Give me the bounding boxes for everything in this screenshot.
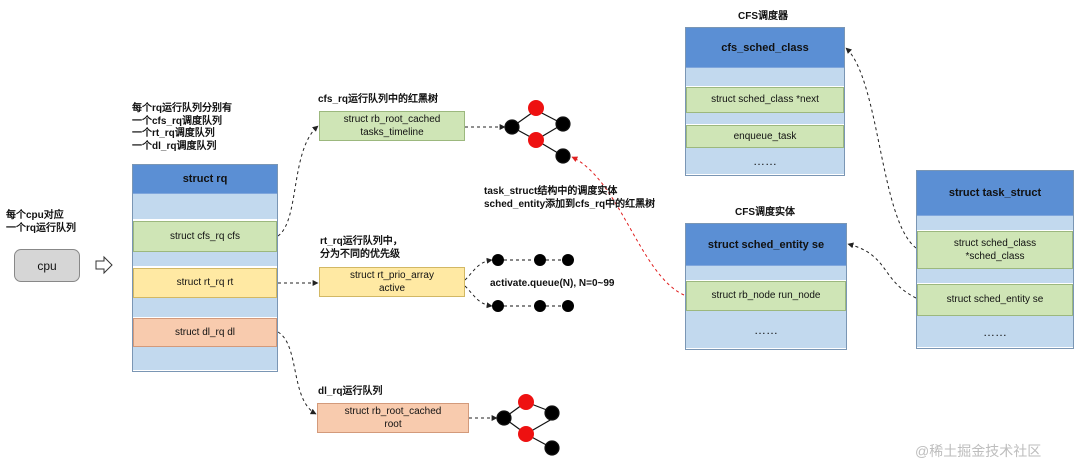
dl-rq-root: struct rb_root_cached root [317, 403, 469, 433]
cfs-sched-class-dots: …… [686, 148, 844, 175]
task-note-line-2: sched_entity添加到cfs_rq中的红黑树 [484, 198, 656, 210]
cfs-sched-class: cfs_sched_class struct sched_class *next… [685, 27, 845, 176]
struct-rq-header: struct rq [133, 165, 277, 194]
struct-rq-spacer-1 [133, 194, 277, 220]
struct-rq-spacer-4 [133, 347, 277, 371]
struct-rq-spacer-3 [133, 298, 277, 318]
rt-rq-title-line-1: rt_rq运行队列中， [320, 236, 403, 247]
task-struct-sched-class-line-1: struct sched_class [953, 238, 1037, 249]
cfs-sched-title: CFS调度器 [738, 11, 788, 22]
watermark: @稀土掘金技术社区 [915, 443, 1042, 459]
cfs-sched-class-enqueue: enqueue_task [686, 125, 844, 148]
task-struct-sched-class-line-2: *sched_class [965, 251, 1025, 262]
rt-rq-active: struct rt_prio_array active [319, 267, 465, 297]
task-note-line-1: task_struct结构中的调度实体 [484, 186, 618, 197]
cfs-sched-entity: struct sched_entity se struct rb_node ru… [685, 223, 847, 350]
cpu-button[interactable]: cpu [14, 249, 80, 282]
activate-queue-label: activate.queue(N), N=0~99 [490, 278, 615, 289]
cfs-rq-box-line-1: struct rb_root_cached [343, 114, 441, 125]
struct-rq-spacer-2 [133, 252, 277, 267]
sched-entity-dots: …… [686, 311, 846, 349]
sched-entity-run-node: struct rb_node run_node [686, 281, 846, 311]
rq-note-line-4: 一个dl_rq调度队列 [132, 140, 217, 152]
rq-note: 每个rq运行队列分别有 一个cfs_rq调度队列 一个rt_rq调度队列 一个d… [132, 103, 232, 153]
rt-rq-box-line-1: struct rt_prio_array [350, 270, 434, 281]
cfs-rq-title: cfs_rq运行队列中的红黑树 [318, 94, 439, 105]
task-struct-se: struct sched_entity se [917, 284, 1073, 316]
rt-list-link-bottom [464, 285, 493, 309]
struct-rq: struct rq struct cfs_rq cfs struct rt_rq… [132, 164, 278, 372]
struct-rq-dl: struct dl_rq dl [133, 318, 277, 347]
task-note: task_struct结构中的调度实体 sched_entity添加到cfs_r… [484, 186, 655, 211]
dl-rq-box-line-2: root [384, 419, 402, 430]
struct-rq-rt: struct rt_rq rt [133, 268, 277, 298]
rq-note-line-2: 一个cfs_rq调度队列 [132, 115, 223, 127]
sched-entity-link-arrow [847, 242, 917, 299]
rq-note-line-3: 一个rt_rq调度队列 [132, 128, 215, 139]
rt-list-link-top [464, 257, 493, 281]
rt-priority-list-top [492, 254, 574, 266]
cfs-entity-title: CFS调度实体 [735, 207, 795, 218]
rt-rq-title: rt_rq运行队列中， 分为不同的优先级 [320, 236, 403, 261]
cfs-rq-tasks-timeline: struct rb_root_cached tasks_timeline [319, 111, 465, 141]
task-struct-spacer-2 [917, 269, 1073, 284]
cfs-sched-class-spacer-2 [686, 113, 844, 125]
rt-rq-title-line-2: 分为不同的优先级 [320, 248, 400, 260]
cpu-note-line-1: 每个cpu对应 [6, 210, 64, 221]
cfs-rq-box-line-2: tasks_timeline [360, 127, 424, 138]
cfs-link-arrow [277, 125, 319, 237]
dl-rb-tree [496, 394, 560, 456]
sched-class-link-arrow [845, 47, 917, 249]
struct-task-struct: struct task_struct struct sched_class *s… [916, 170, 1074, 349]
struct-rq-cfs: struct cfs_rq cfs [133, 221, 277, 252]
sched-entity-header: struct sched_entity se [686, 224, 846, 266]
task-struct-dots: …… [917, 316, 1073, 348]
task-struct-sched-class: struct sched_class *sched_class [917, 231, 1073, 269]
cfs-rb-tree [504, 100, 571, 164]
rt-rq-box-line-2: active [378, 283, 406, 294]
cpu-note-line-2: 一个rq运行队列 [6, 222, 76, 234]
run-node-to-tree-arrow [571, 156, 685, 296]
dl-rq-box-line-1: struct rb_root_cached [344, 406, 442, 417]
task-struct-header: struct task_struct [917, 171, 1073, 216]
dl-rq-title: dl_rq运行队列 [318, 386, 383, 397]
sched-entity-spacer [686, 266, 846, 281]
rq-note-line-1: 每个rq运行队列分别有 [132, 103, 232, 114]
cpu-note: 每个cpu对应 一个rq运行队列 [6, 210, 76, 235]
dl-link-arrow [277, 331, 317, 415]
rt-priority-list-bottom [492, 300, 574, 312]
cpu-to-rq-arrow [95, 255, 113, 275]
cfs-sched-class-header: cfs_sched_class [686, 28, 844, 68]
cfs-sched-class-spacer-1 [686, 68, 844, 87]
cfs-sched-class-next: struct sched_class *next [686, 87, 844, 113]
task-struct-spacer-1 [917, 216, 1073, 231]
